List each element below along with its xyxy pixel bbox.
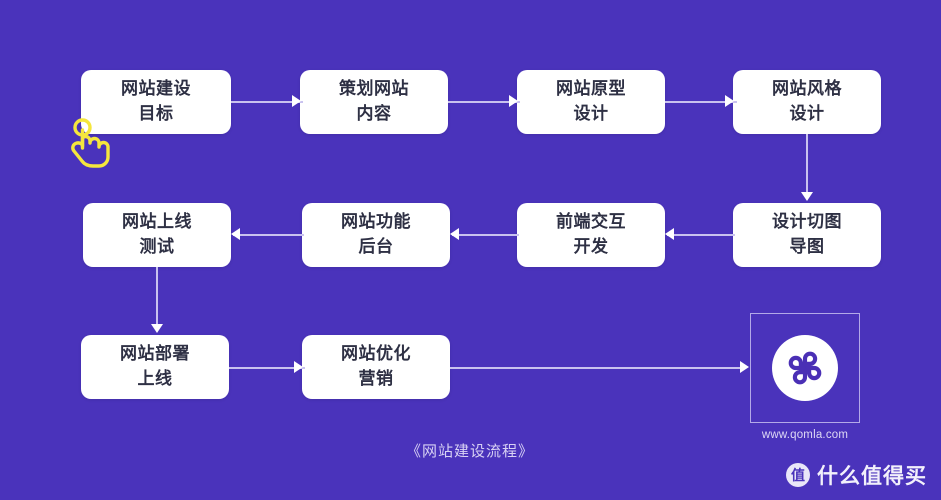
arrowhead-n6-n7	[450, 228, 459, 240]
edge-n5-n6	[667, 234, 735, 236]
flow-node-plan-content[interactable]: 策划网站 内容	[300, 70, 448, 134]
logo-circle	[772, 335, 838, 401]
watermark-badge-icon: 值	[786, 463, 810, 487]
flow-node-slice-design[interactable]: 设计切图 导图	[733, 203, 881, 267]
logo-url-text: www.qomla.com	[761, 429, 849, 441]
arrowhead-n9-n10	[294, 361, 303, 373]
edge-n9-n10	[229, 367, 305, 369]
edge-n10-logo	[450, 367, 746, 369]
edge-n1-n2	[231, 101, 303, 103]
watermark-label: 什么值得买	[817, 465, 927, 488]
flow-node-label: 网站优化 营销	[341, 344, 411, 388]
edge-n2-n3	[448, 101, 520, 103]
edge-n7-n8	[233, 234, 304, 236]
flow-node-website-goal[interactable]: 网站建设 目标	[81, 70, 231, 134]
arrowhead-n3-n4	[725, 95, 734, 107]
flow-node-label: 网站原型 设计	[556, 79, 626, 123]
flow-node-launch-test[interactable]: 网站上线 测试	[83, 203, 231, 267]
flow-node-label: 网站建设 目标	[121, 79, 191, 123]
flow-node-frontend-dev[interactable]: 前端交互 开发	[517, 203, 665, 267]
flow-node-label: 网站上线 测试	[122, 212, 192, 256]
flow-node-label: 网站风格 设计	[772, 79, 842, 123]
flow-node-label: 策划网站 内容	[339, 79, 409, 123]
arrowhead-n10-logo	[740, 361, 749, 373]
edge-n4-n5	[806, 134, 808, 196]
tap-hand-cursor-icon	[71, 118, 110, 168]
edge-n8-n9	[156, 267, 158, 328]
flow-node-deploy-online[interactable]: 网站部署 上线	[81, 335, 229, 399]
arrowhead-n4-n5	[801, 192, 813, 201]
flow-node-label: 设计切图 导图	[772, 212, 842, 256]
flow-node-label: 网站部署 上线	[120, 344, 190, 388]
logo-frame[interactable]	[750, 313, 860, 423]
arrowhead-n2-n3	[509, 95, 518, 107]
edge-n3-n4	[665, 101, 737, 103]
arrowhead-n1-n2	[292, 95, 301, 107]
arrowhead-n8-n9	[151, 324, 163, 333]
edge-n6-n7	[452, 234, 519, 236]
flow-node-prototype-design[interactable]: 网站原型 设计	[517, 70, 665, 134]
flow-node-style-design[interactable]: 网站风格 设计	[733, 70, 881, 134]
watermark: 值 什么值得买	[786, 460, 927, 490]
qomla-clover-logo-icon	[788, 351, 822, 385]
flow-node-label: 网站功能 后台	[341, 212, 411, 256]
flow-node-backend-function[interactable]: 网站功能 后台	[302, 203, 450, 267]
arrowhead-n5-n6	[665, 228, 674, 240]
arrowhead-n7-n8	[231, 228, 240, 240]
flow-node-optimize-marketing[interactable]: 网站优化 营销	[302, 335, 450, 399]
flow-node-label: 前端交互 开发	[556, 212, 626, 256]
diagram-caption: 《网站建设流程》	[405, 443, 534, 460]
